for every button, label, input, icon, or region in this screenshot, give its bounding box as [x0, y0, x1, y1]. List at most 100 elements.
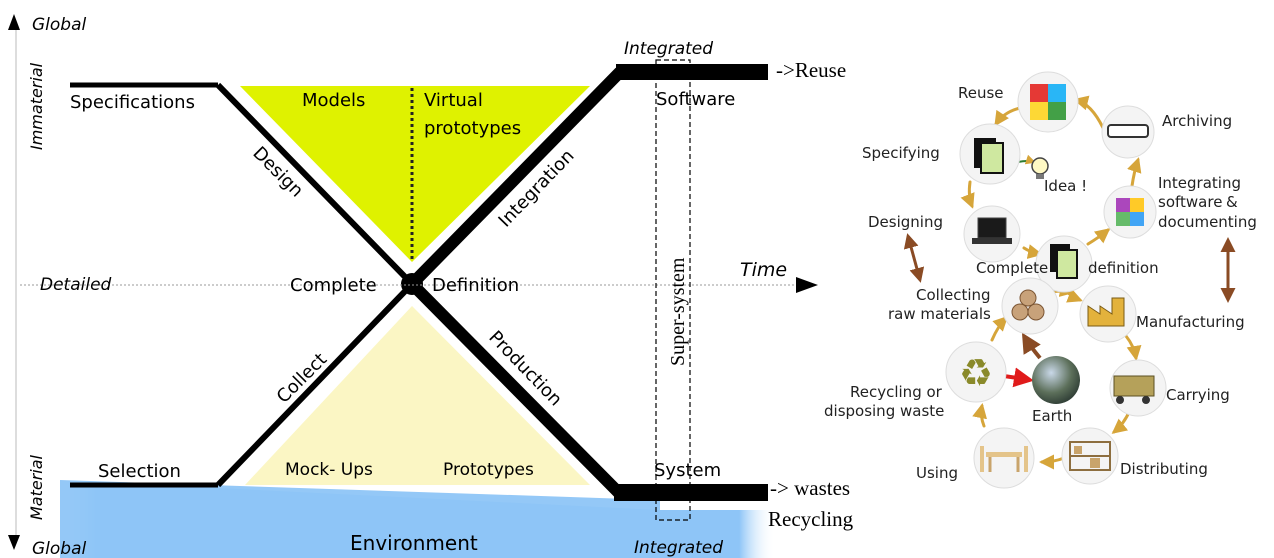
earth-node-label: Earth [1032, 407, 1072, 425]
using-node [973, 427, 1035, 489]
collecting-node [1001, 277, 1059, 335]
idea-node-label: Idea ! [1044, 177, 1087, 195]
recycling-output-label: Recycling [768, 507, 854, 531]
arrow-designing-complete [1022, 244, 1043, 259]
detailed-label: Detailed [40, 275, 112, 295]
reuse-output-label: ->Reuse [776, 58, 846, 82]
idea-node [1031, 157, 1049, 179]
global-top-label: Global [32, 15, 87, 35]
integrating-node-label-amp: & [1226, 193, 1238, 211]
models-label: Models [302, 90, 365, 111]
global-bottom-label: Global [32, 539, 87, 558]
super-system-box [655, 59, 691, 521]
down-arrow-icon [8, 535, 20, 550]
virtual-label: Virtual [424, 90, 483, 111]
time-arrow-icon [796, 277, 818, 293]
software-label: Software [656, 89, 735, 110]
prototypes-virtual-label: prototypes [424, 118, 521, 139]
integrating-node-label-3: documenting [1158, 213, 1257, 231]
complete-definition-node [401, 273, 423, 295]
collecting-node-label-1: Collecting [916, 286, 991, 304]
specifying-node-label: Specifying [862, 144, 940, 162]
complete-definition-node-right [1035, 235, 1093, 293]
recycling-node: ♻ [945, 341, 1007, 403]
truck-icon [1113, 375, 1155, 404]
complete-node-label: Complete [976, 259, 1048, 277]
wastes-output-label: -> wastes [770, 476, 850, 500]
arrow-complete-integrating [1086, 228, 1111, 246]
collecting-node-label-2: raw materials [888, 305, 991, 323]
environment-band-left [60, 480, 660, 558]
using-node-label: Using [916, 464, 958, 482]
selection-label: Selection [98, 461, 181, 482]
super-system-label: Super-system [667, 257, 689, 366]
carrying-node [1109, 359, 1167, 417]
arrow-manufacturing-carrying [1124, 334, 1142, 361]
designing-node-label: Designing [868, 213, 943, 231]
complete-label: Complete [290, 275, 377, 296]
recycling-node-label-2: disposing waste [824, 402, 944, 420]
archiving-node-label: Archiving [1162, 112, 1232, 130]
arrow-recycling-collecting [990, 315, 1009, 342]
life-cycle-wheel: ♻ [824, 71, 1257, 489]
integration-line [407, 67, 625, 289]
arrow-archiving-reuse [1073, 95, 1106, 132]
definition-label: Definition [432, 275, 519, 296]
time-label: Time [740, 259, 787, 281]
dining-table-icon [980, 446, 1028, 472]
arrow-distributing-using [1039, 454, 1066, 470]
recycling-node-label-1: Recycling or [850, 383, 943, 401]
up-arrow-icon [8, 14, 20, 30]
integrated-top-label: Integrated [624, 39, 713, 59]
integrating-node [1103, 185, 1157, 239]
definition-node-label: definition [1088, 259, 1159, 277]
earth-node [1032, 356, 1080, 404]
immaterial-label: Immaterial [27, 62, 46, 150]
manufacturing-node [1079, 285, 1137, 343]
shelves-icon [1069, 441, 1111, 471]
arrow-earth-collecting [1021, 332, 1042, 360]
system-label: System [654, 460, 721, 481]
upper-triangle [240, 86, 590, 262]
reuse-node-label: Reuse [958, 84, 1004, 102]
distributing-node-label: Distributing [1120, 460, 1208, 478]
arrow-idea-specifying [1017, 154, 1036, 165]
arrow-integrating-archiving [1127, 157, 1142, 188]
puzzle-icon [1030, 84, 1066, 120]
lower-triangle [245, 306, 590, 485]
designing-node [963, 205, 1021, 263]
carrying-node-label: Carrying [1166, 386, 1230, 404]
lightbulb-icon [1031, 157, 1049, 175]
reuse-node [1017, 71, 1079, 133]
integrated-bottom-label: Integrated [634, 538, 723, 558]
specifications-label: Specifications [70, 92, 195, 113]
arrow-designing-collecting [903, 233, 925, 283]
factory-icon [1087, 297, 1125, 327]
material-label: Material [27, 454, 46, 520]
specifying-node [959, 123, 1021, 185]
integrating-node-label-1: Integrating [1158, 174, 1241, 192]
earth-icon [1032, 356, 1080, 404]
wood-logs-icon [1011, 289, 1045, 321]
laptop-icon [972, 217, 1012, 244]
arrow-specifying-designing [960, 180, 975, 209]
system-bar [614, 484, 768, 501]
design-label: Design [248, 143, 307, 202]
documents-icon [1050, 244, 1078, 279]
recycle-icon: ♻ [959, 351, 993, 395]
manufacturing-node-label: Manufacturing [1136, 313, 1245, 331]
collect-line [215, 281, 415, 488]
arrow-reuse-specifying [994, 106, 1022, 127]
v-model-diagram: Global Global Immaterial Material Detail… [8, 14, 854, 558]
puzzle-small-icon [1116, 198, 1144, 226]
archiving-node [1101, 105, 1155, 159]
mockups-label: Mock- Ups [285, 460, 373, 480]
software-bar [616, 64, 768, 80]
environment-label: Environment [350, 531, 478, 555]
distributing-node [1061, 427, 1119, 485]
design-line [215, 82, 415, 287]
archive-box-icon [1107, 124, 1149, 138]
arrow-recycling-earth [1003, 367, 1034, 388]
arrow-using-recycling [972, 403, 988, 428]
